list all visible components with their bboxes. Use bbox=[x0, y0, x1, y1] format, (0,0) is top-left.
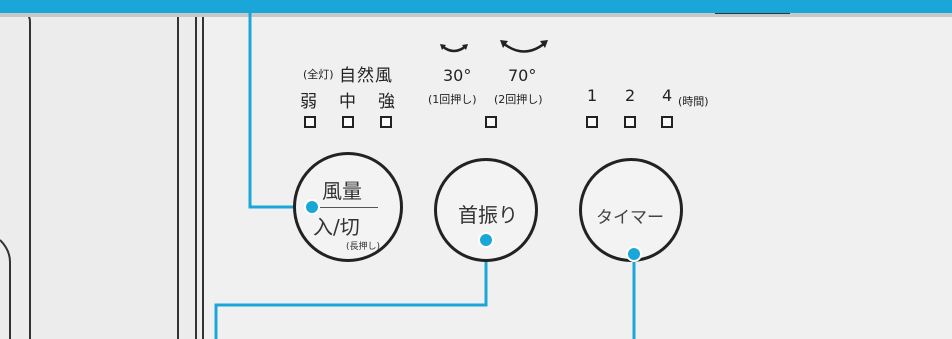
fan-button-bottom-label: 入/切 bbox=[313, 215, 360, 239]
swing-button-callout-dot bbox=[478, 232, 494, 248]
swing-30-arrow-icon bbox=[440, 44, 468, 53]
timer-button-label: タイマー bbox=[596, 208, 664, 228]
fan-button-divider bbox=[320, 207, 378, 208]
swing-angle-30: 30° bbox=[443, 66, 472, 85]
swing-button-label: 首振り bbox=[458, 203, 518, 227]
natural-wind-label: 自然風 bbox=[339, 66, 393, 86]
strength-medium-label: 中 bbox=[339, 92, 357, 112]
timer-1-indicator bbox=[586, 116, 598, 128]
strength-strong-indicator bbox=[380, 116, 392, 128]
timer-2-indicator bbox=[624, 116, 636, 128]
swing-angle-70: 70° bbox=[508, 66, 537, 85]
swing-press-twice: (2回押し) bbox=[494, 93, 543, 106]
strength-weak-label: 弱 bbox=[300, 92, 318, 112]
swing-press-once: (1回押し) bbox=[428, 93, 477, 106]
timer-button[interactable]: タイマー bbox=[579, 158, 683, 262]
swing-70-arrow-icon bbox=[500, 40, 548, 53]
timer-2-label: 2 bbox=[625, 86, 636, 105]
fan-power-button[interactable]: 風量 入/切 (長押し) bbox=[293, 152, 403, 262]
swing-indicator bbox=[485, 116, 497, 128]
strength-weak-indicator bbox=[304, 116, 316, 128]
fan-button-top-label: 風量 bbox=[322, 179, 362, 203]
strength-strong-label: 強 bbox=[378, 92, 396, 112]
timer-button-callout-dot bbox=[626, 246, 642, 262]
strength-medium-indicator bbox=[342, 116, 354, 128]
fan-button-note: (長押し) bbox=[346, 242, 381, 252]
fan-button-callout-dot bbox=[304, 199, 320, 215]
timer-1-label: 1 bbox=[587, 86, 598, 105]
timer-4-label: 4 bbox=[662, 86, 673, 105]
timer-unit-label: (時間) bbox=[678, 95, 709, 108]
timer-4-indicator bbox=[661, 116, 673, 128]
light-label-prefix: (全灯) bbox=[303, 68, 334, 81]
